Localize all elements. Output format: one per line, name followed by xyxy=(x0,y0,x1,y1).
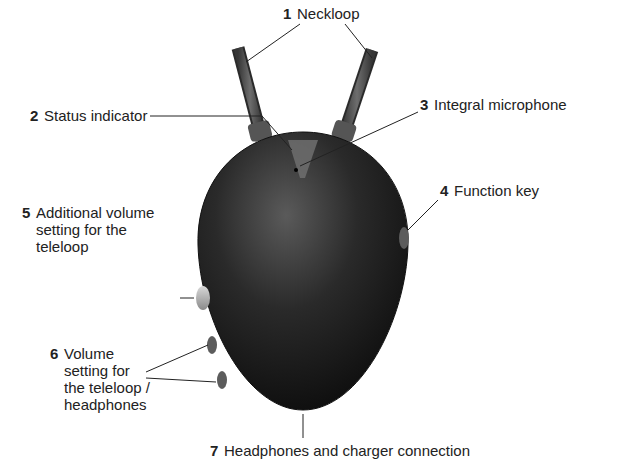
part-label: Additional volume setting for the telelo… xyxy=(36,204,176,255)
part-label: Function key xyxy=(454,182,604,199)
part-label: Headphones and charger connection xyxy=(224,442,514,459)
callout-number: 4 xyxy=(440,182,448,199)
callout-number: 1 xyxy=(283,5,291,22)
volume-button xyxy=(217,371,227,389)
microphone-hole xyxy=(294,168,298,172)
part-label: Status indicator xyxy=(44,107,184,124)
function-key xyxy=(399,227,409,249)
callout-number: 2 xyxy=(30,107,38,124)
part-label: Integral microphone xyxy=(434,96,614,113)
callout-number: 7 xyxy=(210,442,218,459)
part-label: Volume setting for the teleloop / headph… xyxy=(64,345,154,413)
device-body xyxy=(198,132,408,410)
callout-number: 5 xyxy=(22,204,30,221)
volume-button xyxy=(196,286,210,310)
callout-number: 3 xyxy=(420,96,428,113)
part-label: Neckloop xyxy=(297,5,417,22)
status-indicator xyxy=(288,140,318,178)
callout-number: 6 xyxy=(50,345,58,362)
leader-line xyxy=(146,24,438,438)
neckloop-cord xyxy=(238,48,372,143)
volume-button xyxy=(207,336,217,354)
